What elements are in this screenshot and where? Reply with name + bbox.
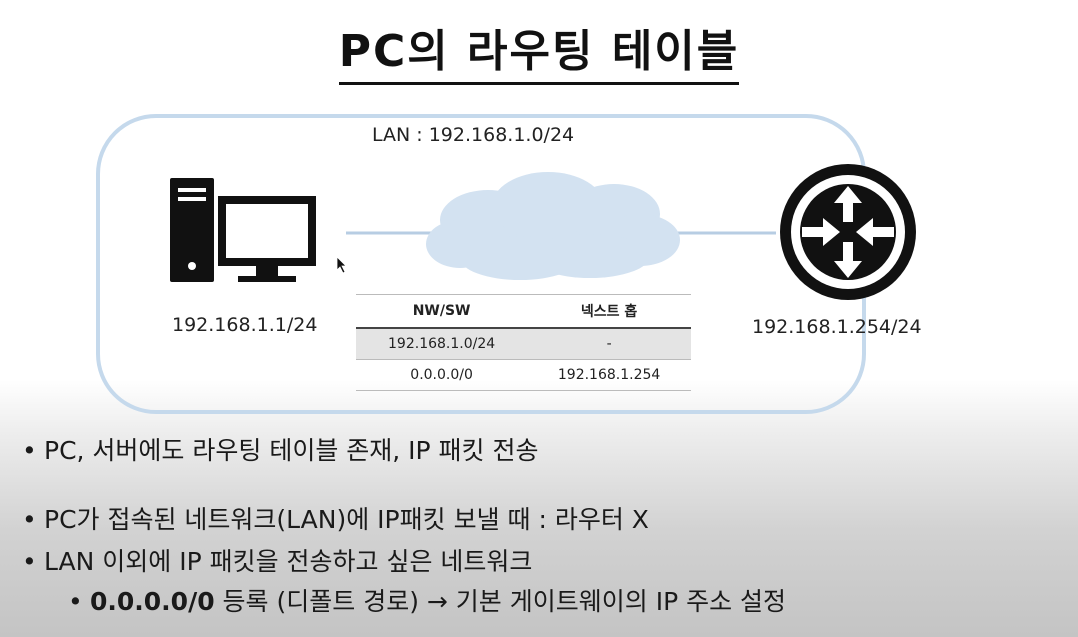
table-row: 0.0.0.0/0 192.168.1.254: [356, 359, 691, 391]
pc-ip-label: 192.168.1.1/24: [172, 314, 318, 336]
bullet-dot: •: [22, 505, 37, 534]
router-ip-label: 192.168.1.254/24: [752, 316, 922, 338]
routing-table-header-row: NW/SW 넥스트 홉: [356, 294, 691, 329]
bullet-text: PC, 서버에도 라우팅 테이블 존재, IP 패킷 전송: [44, 436, 539, 465]
cell-network: 0.0.0.0/0: [356, 359, 528, 391]
table-row: 192.168.1.0/24 -: [356, 328, 691, 360]
mouse-cursor-icon: [336, 256, 347, 274]
cloud-icon: [426, 172, 680, 280]
slide-title: PC의 라우팅 테이블: [0, 22, 1078, 85]
bullet-dot: •: [68, 587, 83, 616]
network-diagram: [96, 114, 916, 414]
bullet-item: •LAN 이외에 IP 패킷을 전송하고 싶은 네트워크: [22, 545, 532, 579]
bullet-text: PC가 접속된 네트워크(LAN)에 IP패킷 보낼 때 : 라우터 X: [44, 505, 649, 534]
sub-bullet-item: •0.0.0.0/0 등록 (디폴트 경로) → 기본 게이트웨이의 IP 주소…: [68, 585, 786, 619]
bullet-text: LAN 이외에 IP 패킷을 전송하고 싶은 네트워크: [44, 547, 533, 576]
cell-next-hop: 192.168.1.254: [527, 359, 691, 391]
bullet-text: 등록 (디폴트 경로) → 기본 게이트웨이의 IP 주소 설정: [214, 587, 787, 616]
bullet-item: •PC, 서버에도 라우팅 테이블 존재, IP 패킷 전송: [22, 434, 539, 468]
slide-title-text: PC의 라우팅 테이블: [338, 22, 740, 85]
router-icon: [780, 164, 916, 300]
bullet-dot: •: [22, 547, 37, 576]
cell-next-hop: -: [527, 328, 691, 360]
bullet-item: •PC가 접속된 네트워크(LAN)에 IP패킷 보낼 때 : 라우터 X: [22, 503, 649, 537]
cell-network: 192.168.1.0/24: [356, 328, 528, 360]
col-header-next-hop: 넥스트 홉: [527, 294, 691, 329]
col-header-network: NW/SW: [356, 294, 528, 329]
bullet-dot: •: [22, 436, 37, 465]
pc-icon: [170, 178, 316, 282]
lan-label: LAN : 192.168.1.0/24: [372, 124, 575, 146]
default-route-text: 0.0.0.0/0: [90, 587, 215, 616]
routing-table: NW/SW 넥스트 홉 192.168.1.0/24 - 0.0.0.0/0 1…: [356, 294, 691, 391]
